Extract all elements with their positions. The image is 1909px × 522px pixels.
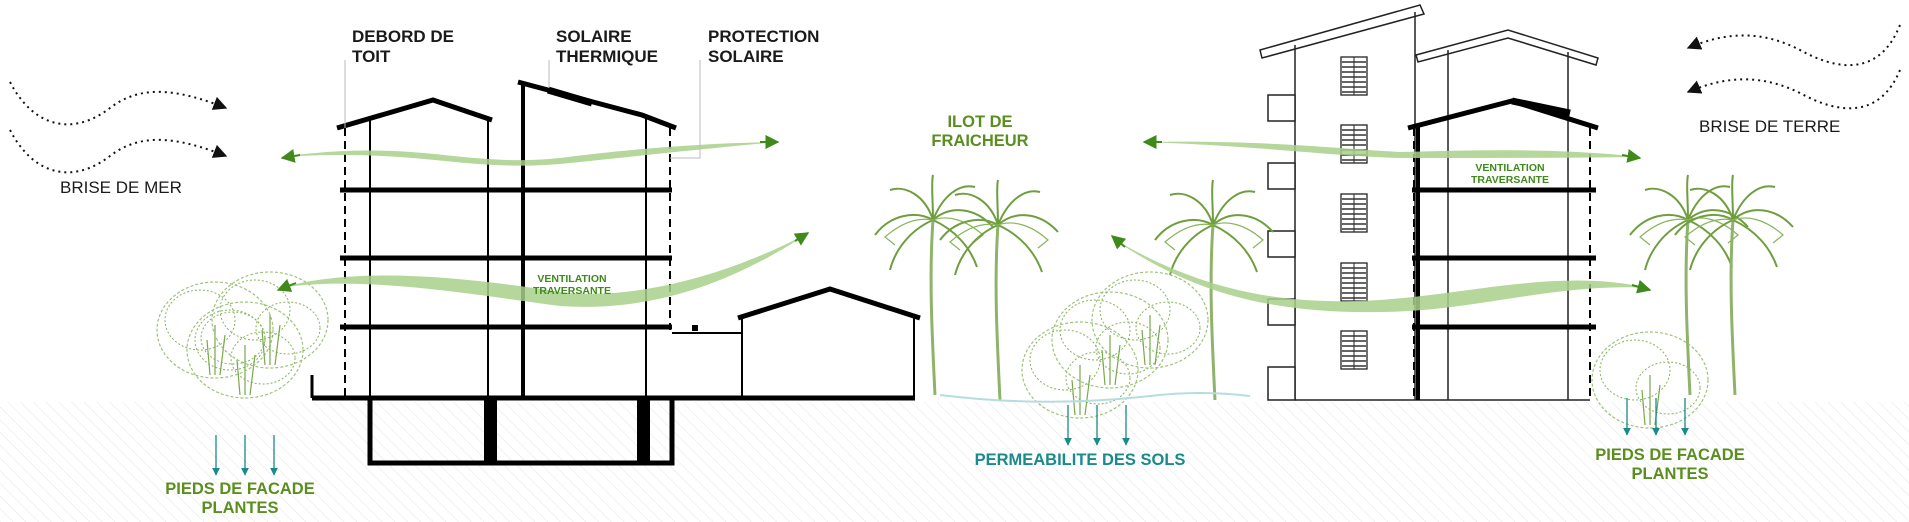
left-building-roof-tall [517,79,677,131]
breeze-arrows [9,24,1901,174]
label-ventilation-traversante-left: VENTILATION TRAVERSANTE [533,273,611,298]
label-ilot-de-fraicheur: ILOT DE FRAICHEUR [931,113,1029,150]
label-pieds-de-facade-right: PIEDS DE FACADE PLANTES [1595,446,1745,483]
label-ventilation-traversante-right: VENTILATION TRAVERSANTE [1471,162,1549,187]
airflow-arrow-icon [280,149,301,163]
label-permeabilite-des-sols: PERMEABILITE DES SOLS [974,451,1186,469]
airflow-band-top-right [1145,141,1640,158]
left-building-roof [336,97,493,131]
left-building-section [310,79,921,466]
ground-hatch [0,402,1909,522]
label-brise-de-mer: BRISE DE MER [60,178,182,197]
airflow-band-mid-left [280,232,810,307]
airflow-band-mid-right [1112,238,1648,313]
tower-balconies [1267,94,1296,401]
sea-breeze-arrow-icon [9,81,228,126]
label-protection-solaire: PROTECTION SOLAIRE [708,27,820,66]
label-brise-de-terre: BRISE DE TERRE [1699,117,1841,136]
right-tower [1259,4,1599,401]
airflow-band-top-left [280,142,778,166]
airflow [276,135,1652,313]
label-debord-de-toit: DEBORD DE TOIT [352,27,455,66]
infiltration-arrows [212,398,1689,476]
right-building-section [1407,97,1599,400]
label-solaire-thermique: SOLAIRE THERMIQUE [556,27,658,66]
annex-roof [737,286,921,321]
label-pieds-de-facade-left: PIEDS DE FACADE PLANTES [165,480,315,517]
vegetation [156,173,1795,429]
tower-roof [1259,4,1426,59]
callout-leaders [344,60,701,159]
land-breeze-arrow-icon [1686,24,1901,67]
